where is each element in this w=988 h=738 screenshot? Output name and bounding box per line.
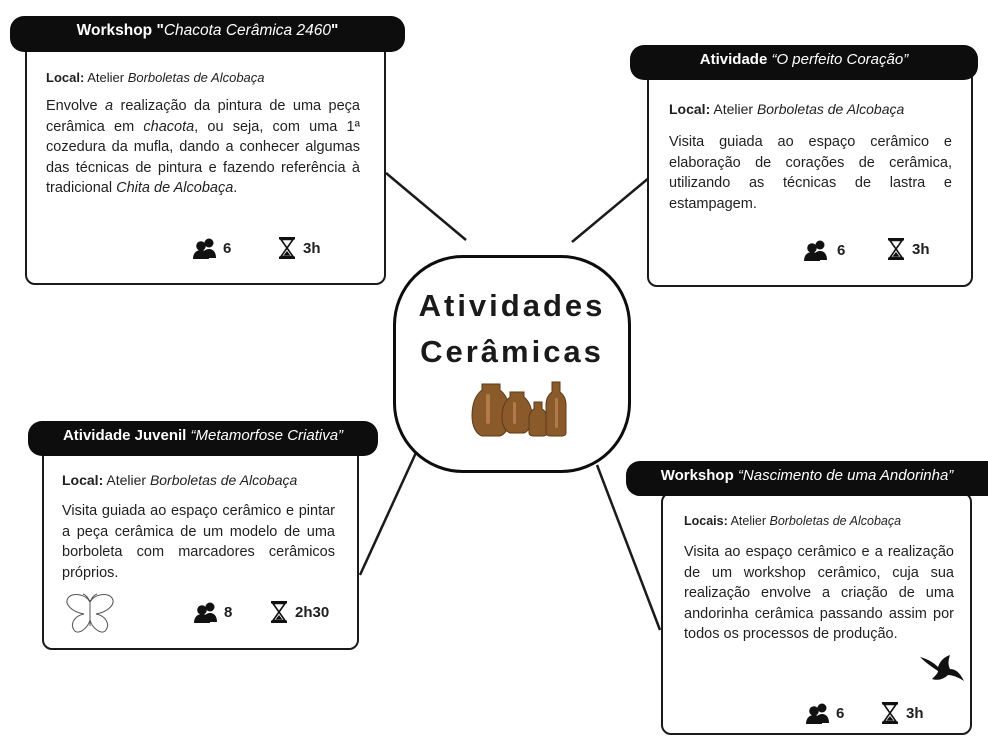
card-metamorfose-description: Visita guiada ao espaço cerâmico e pinta… bbox=[62, 503, 335, 581]
card-perfeito-coracao-description: Visita guiada ao espaço cerâmico e elabo… bbox=[669, 134, 952, 212]
card-andorinha-tag: Workshop “Nascimento de uma Andorinha” bbox=[626, 461, 988, 496]
card-perfeito-coracao-duration: 3h bbox=[887, 237, 930, 261]
card-andorinha-duration: 3h bbox=[881, 701, 924, 725]
participants-count: 8 bbox=[224, 603, 233, 621]
hourglass-icon bbox=[882, 702, 898, 724]
participants-count: 6 bbox=[223, 239, 232, 257]
card-workshop-chacota-participants: 6 bbox=[192, 237, 231, 259]
hourglass-icon bbox=[888, 238, 904, 260]
card-workshop-chacota-duration: 3h bbox=[278, 236, 321, 260]
participants-count: 6 bbox=[837, 241, 846, 259]
card-andorinha-description: Visita ao espaço cerâmico e a realização… bbox=[684, 544, 954, 642]
card-workshop-chacota-local: Local: Atelier Borboletas de Alcobaça bbox=[46, 70, 265, 85]
card-metamorfose-local: Local: Atelier Borboletas de Alcobaça bbox=[62, 472, 298, 488]
duration-value: 2h30 bbox=[295, 603, 330, 621]
card-metamorfose-participants: 8 bbox=[193, 601, 232, 623]
center-title-line1: Atividades bbox=[418, 288, 606, 323]
butterfly-icon bbox=[66, 593, 114, 633]
duration-value: 3h bbox=[303, 239, 321, 257]
card-workshop-chacota-tag: Workshop "Chacota Cerâmica 2460" bbox=[10, 16, 405, 52]
connector-bottom-right bbox=[595, 464, 662, 631]
card-perfeito-coracao-local: Local: Atelier Borboletas de Alcobaça bbox=[669, 101, 905, 117]
participants-count: 6 bbox=[836, 704, 845, 722]
connector-top-right bbox=[571, 176, 651, 243]
center-title-line2: Cerâmicas bbox=[420, 334, 604, 369]
pottery-icon bbox=[471, 381, 567, 437]
duration-value: 3h bbox=[906, 704, 924, 722]
people-icon bbox=[194, 602, 217, 623]
card-workshop-chacota-description: Envolve a realização da pintura de uma p… bbox=[46, 98, 360, 196]
card-metamorfose-duration: 2h30 bbox=[270, 600, 329, 624]
card-perfeito-coracao-participants: 6 bbox=[803, 239, 845, 261]
center-node: Atividades Cerâmicas bbox=[393, 255, 631, 473]
card-perfeito-coracao-tag: Atividade “O perfeito Coração” bbox=[630, 45, 978, 80]
hourglass-icon bbox=[279, 237, 295, 259]
connector-top-left bbox=[385, 172, 467, 241]
hourglass-icon bbox=[271, 601, 287, 623]
card-andorinha-participants: 6 bbox=[805, 702, 844, 724]
card-metamorfose-tag: Atividade Juvenil “Metamorfose Criativa” bbox=[28, 421, 378, 456]
swallow-icon bbox=[920, 655, 964, 681]
people-icon bbox=[193, 238, 216, 259]
connector-bottom-left bbox=[358, 432, 427, 576]
duration-value: 3h bbox=[912, 240, 930, 258]
card-andorinha-local: Locais: Atelier Borboletas de Alcobaça bbox=[684, 514, 902, 528]
people-icon bbox=[806, 703, 829, 724]
people-icon bbox=[804, 240, 827, 261]
